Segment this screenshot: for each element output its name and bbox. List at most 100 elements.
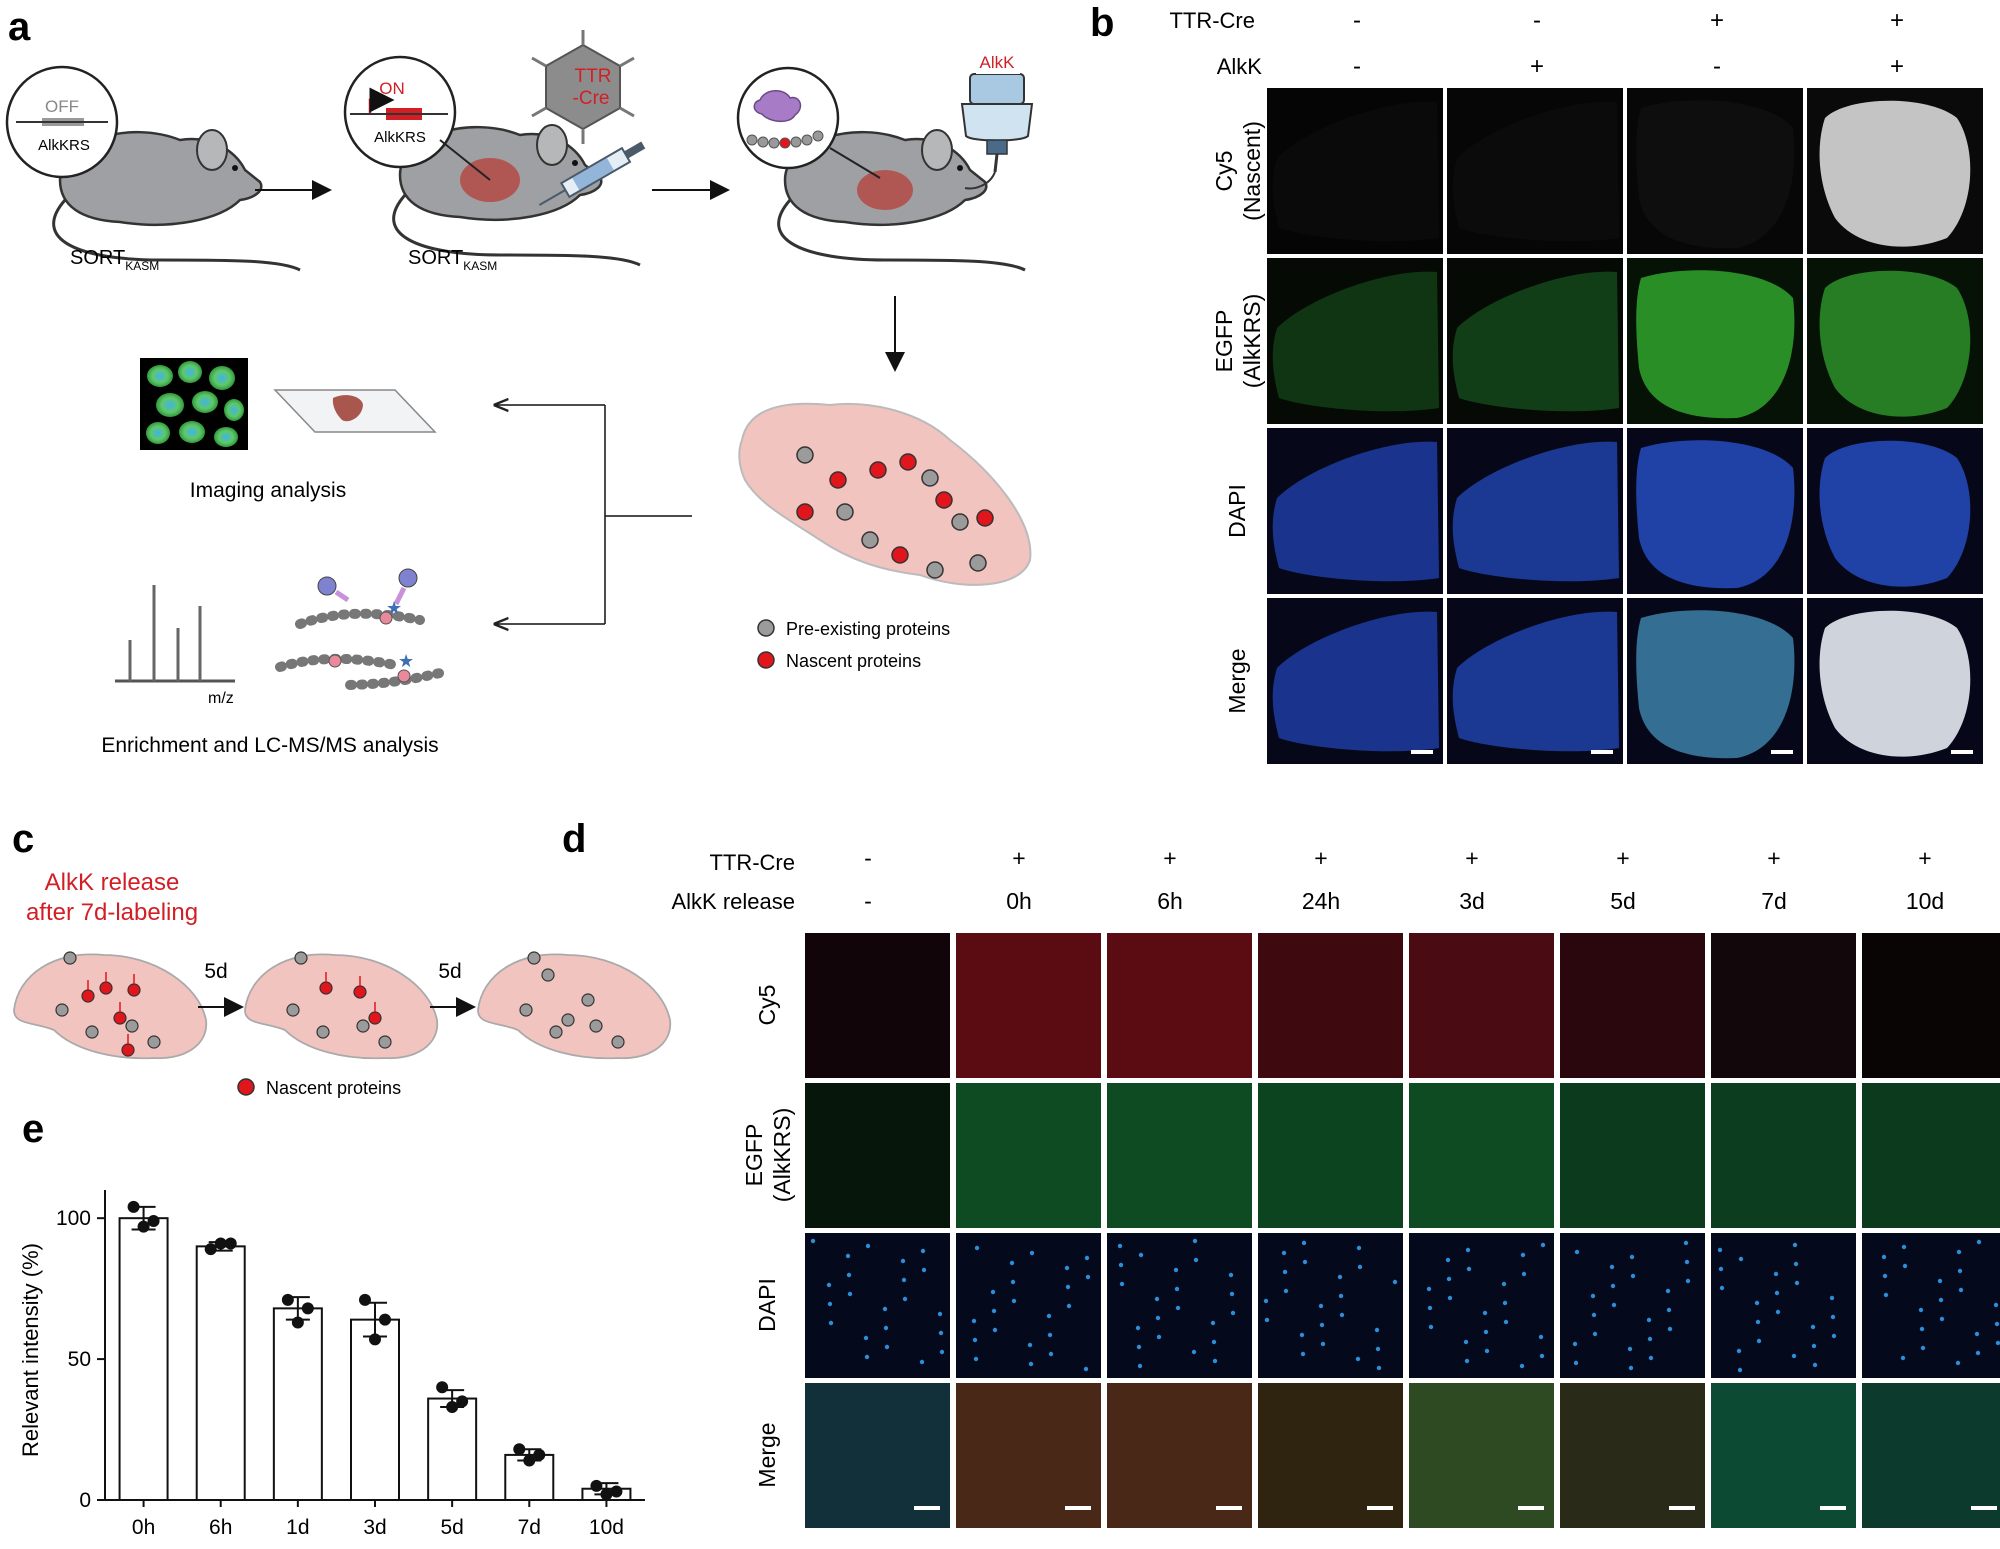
d-nucleus — [1993, 1302, 1999, 1308]
b-tissue-section — [1272, 441, 1439, 582]
d-nucleus — [1572, 1341, 1578, 1347]
e-data-point — [610, 1485, 623, 1498]
d-nucleus — [920, 1248, 926, 1254]
d-nucleus — [1609, 1264, 1615, 1270]
d-micrograph-panel — [1560, 1233, 1705, 1378]
peptide-chain — [746, 130, 824, 149]
imaging-label: Imaging analysis — [190, 479, 346, 502]
e-data-point — [590, 1479, 603, 1492]
c-preexisting-protein — [316, 1025, 330, 1039]
c-preexisting-protein — [527, 951, 541, 965]
c-legend-label: Nascent proteins — [266, 1078, 401, 1098]
d-header-value: + — [1465, 845, 1478, 871]
d-nucleus — [1883, 1292, 1889, 1298]
d-nucleus — [1794, 1280, 1800, 1286]
d-nucleus — [1647, 1336, 1653, 1342]
b-tissue-section — [1452, 101, 1619, 242]
d-nucleus — [1791, 1353, 1797, 1359]
d-nucleus — [1719, 1285, 1725, 1291]
b-row-label: EGFP(AlkKRS) — [1211, 294, 1265, 389]
d-nucleus — [882, 1306, 888, 1312]
d-nucleus — [1718, 1266, 1724, 1272]
b-scale-bar — [1951, 750, 1973, 754]
d-header-value: 7d — [1761, 888, 1787, 914]
enriched-peptides: ★ ★ — [275, 568, 445, 690]
legend-nascent-dot — [757, 651, 775, 669]
d-nucleus — [1717, 1247, 1723, 1253]
d-nucleus — [1666, 1307, 1672, 1313]
d-nucleus — [1976, 1239, 1982, 1245]
d-nucleus — [1957, 1268, 1963, 1274]
d-micrograph-panel — [1862, 933, 2000, 1078]
d-scale-bar — [1820, 1506, 1846, 1510]
d-row-label: Merge — [754, 1422, 780, 1487]
virus-label-1: TTR — [575, 66, 612, 87]
d-nucleus — [1573, 1360, 1579, 1366]
d-nucleus — [1811, 1343, 1817, 1349]
d-nucleus — [1503, 1319, 1509, 1325]
b-header-label-ttr: TTR-Cre — [1169, 8, 1255, 33]
panel-b: TTR-Cre AlkK --++-+-+ Cy5(Nascent)EGFP(A… — [1169, 7, 1983, 764]
d-nucleus — [921, 1267, 927, 1273]
d-nucleus — [1263, 1298, 1269, 1304]
e-data-point — [137, 1220, 150, 1233]
d-nucleus — [1048, 1351, 1054, 1357]
b-scale-bar — [1771, 750, 1793, 754]
d-nucleus — [1629, 1254, 1635, 1260]
d-nucleus — [1463, 1339, 1469, 1345]
d-nucleus — [1774, 1290, 1780, 1296]
e-x-tick-label: 0h — [132, 1516, 155, 1539]
d-nucleus — [1956, 1249, 1962, 1255]
alkkrs-label-2: AlkKRS — [374, 129, 426, 146]
b-header-value: + — [1710, 7, 1724, 34]
mz-label: m/z — [208, 690, 234, 707]
e-data-point — [224, 1237, 237, 1250]
d-nucleus — [1084, 1255, 1090, 1261]
water-bottle-icon — [960, 73, 1034, 190]
b-row-label-line: Cy5 — [1211, 151, 1237, 192]
e-data-point — [533, 1448, 546, 1461]
d-nucleus — [1282, 1269, 1288, 1275]
d-micrograph-panel — [1862, 1383, 2000, 1528]
d-header-value: + — [1314, 845, 1327, 871]
d-nucleus — [1501, 1281, 1507, 1287]
d-micrograph-panel — [1409, 1083, 1554, 1228]
d-nucleus — [1299, 1332, 1305, 1338]
e-data-point — [379, 1313, 391, 1326]
d-nucleus — [1065, 1284, 1071, 1290]
d-micrograph-panel — [956, 1383, 1101, 1528]
d-nucleus — [1027, 1342, 1033, 1348]
c-preexisting-protein — [378, 1035, 392, 1049]
c-nascent-protein — [319, 981, 333, 995]
d-scale-bar — [1669, 1506, 1695, 1510]
d-row-label: Cy5 — [754, 985, 780, 1026]
d-nucleus — [1901, 1244, 1907, 1250]
d-nucleus — [1064, 1265, 1070, 1271]
c-preexisting-protein — [286, 1003, 300, 1017]
d-row-label-line: DAPI — [754, 1278, 780, 1332]
c-preexisting-protein — [356, 1019, 370, 1033]
d-nucleus — [1135, 1325, 1141, 1331]
b-row-label: Merge — [1224, 648, 1250, 713]
c-nascent-protein — [81, 989, 95, 1003]
d-micrograph-panel — [1560, 933, 1705, 1078]
d-scale-bar — [914, 1506, 940, 1510]
d-header-value: 24h — [1302, 888, 1340, 914]
d-nucleus — [1938, 1297, 1944, 1303]
b-tissue-section — [1636, 100, 1795, 249]
b-tissue-section — [1272, 611, 1439, 752]
d-nucleus — [1191, 1349, 1197, 1355]
legend-nascent-label: Nascent proteins — [786, 651, 921, 671]
panel-a: OFF AlkKRS SORTKASM ON AlkKRS TTR -Cre — [5, 30, 1034, 757]
e-bar — [272, 1307, 323, 1502]
c-preexisting-protein — [549, 1025, 563, 1039]
d-nucleus — [1775, 1309, 1781, 1315]
d-nucleus — [1810, 1324, 1816, 1330]
d-nucleus — [1119, 1281, 1125, 1287]
d-nucleus — [1590, 1293, 1596, 1299]
d-nucleus — [1426, 1286, 1432, 1292]
ms-spectrum-icon — [115, 585, 235, 683]
d-nucleus — [1392, 1279, 1398, 1285]
